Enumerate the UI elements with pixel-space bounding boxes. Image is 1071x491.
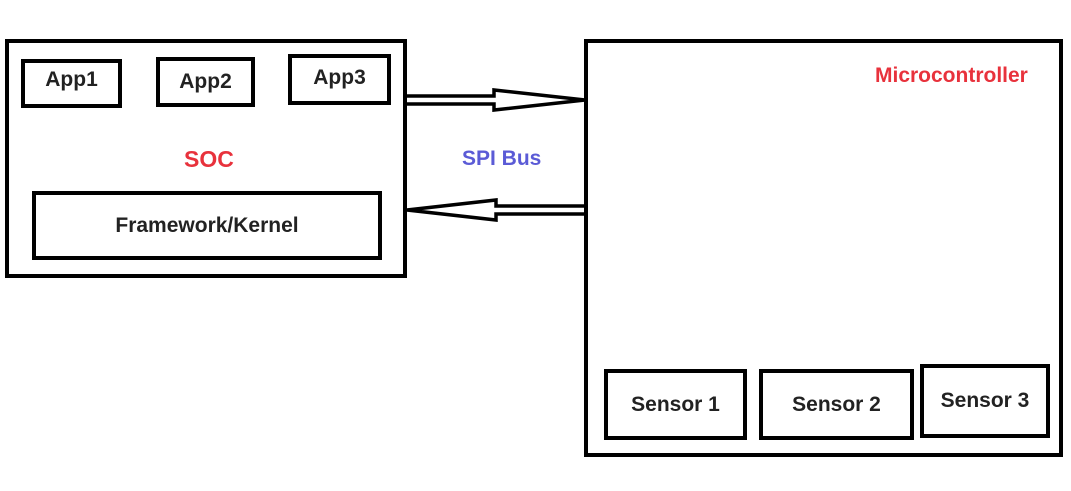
app1-box: App1 (21, 59, 122, 108)
app2-label: App2 (179, 70, 232, 93)
app3-box: App3 (288, 54, 391, 105)
app2-box: App2 (156, 57, 255, 107)
sensor3-box: Sensor 3 (920, 364, 1050, 438)
sensor2-label: Sensor 2 (792, 392, 881, 416)
arrow-mcu-to-soc (406, 198, 585, 222)
sensor3-label: Sensor 3 (940, 389, 1030, 412)
app3-label: App3 (313, 65, 366, 89)
app1-label: App1 (45, 68, 98, 92)
sensor1-box: Sensor 1 (604, 369, 747, 440)
arrow-soc-to-mcu (407, 88, 586, 112)
framework-kernel-box: Framework/Kernel (32, 191, 382, 260)
framework-kernel-label: Framework/Kernel (115, 213, 299, 237)
sensor1-label: Sensor 1 (631, 392, 720, 416)
spi-bus-label: SPI Bus (462, 147, 542, 170)
sensor2-box: Sensor 2 (759, 369, 914, 440)
microcontroller-title: Microcontroller (875, 64, 1028, 87)
soc-title: SOC (184, 146, 234, 172)
